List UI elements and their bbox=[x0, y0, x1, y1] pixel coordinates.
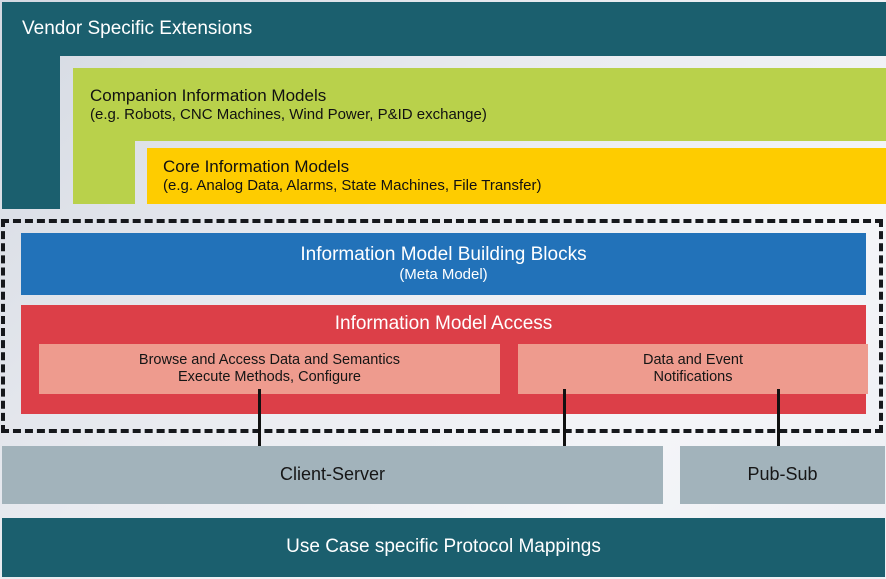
connector-notifications-to-client-server bbox=[563, 389, 566, 447]
core-information-models-title: Core Information Models bbox=[163, 157, 350, 177]
vendor-specific-extensions-label: Vendor Specific Extensions bbox=[22, 17, 253, 39]
data-event-notifications-box: Data and Event Notifications bbox=[518, 344, 868, 394]
companion-information-models-stem bbox=[73, 141, 135, 204]
browse-access-services-line1: Browse and Access Data and Semantics bbox=[138, 351, 401, 368]
pub-sub-block: Pub-Sub bbox=[680, 446, 885, 504]
information-model-access-title: Information Model Access bbox=[334, 313, 553, 334]
companion-information-models-title: Companion Information Models bbox=[90, 85, 327, 105]
connector-browse-to-client-server bbox=[258, 389, 261, 447]
client-server-block: Client-Server bbox=[2, 446, 663, 504]
opcua-boundary-dashed-border bbox=[1, 219, 883, 433]
browse-access-services-box: Browse and Access Data and Semantics Exe… bbox=[39, 344, 500, 394]
core-information-models-block: Core Information Models (e.g. Analog Dat… bbox=[147, 148, 886, 204]
protocol-mappings-label: Use Case specific Protocol Mappings bbox=[286, 536, 601, 558]
protocol-mappings-block: Use Case specific Protocol Mappings bbox=[2, 518, 885, 577]
pub-sub-label: Pub-Sub bbox=[747, 464, 818, 485]
client-server-label: Client-Server bbox=[279, 464, 386, 485]
vendor-specific-extensions-stem bbox=[2, 54, 60, 209]
browse-access-services-line2: Execute Methods, Configure bbox=[178, 369, 361, 385]
companion-information-models-block: Companion Information Models (e.g. Robot… bbox=[73, 68, 886, 141]
core-information-models-examples: (e.g. Analog Data, Alarms, State Machine… bbox=[163, 177, 542, 195]
information-model-building-blocks-subtitle: (Meta Model) bbox=[399, 266, 488, 284]
vendor-specific-extensions-block: Vendor Specific Extensions bbox=[2, 2, 886, 56]
data-event-notifications-line2: Notifications bbox=[653, 369, 733, 385]
information-model-building-blocks-title: Information Model Building Blocks bbox=[300, 243, 587, 265]
data-event-notifications-line1: Data and Event bbox=[643, 351, 743, 368]
connector-notifications-to-pub-sub bbox=[777, 389, 780, 447]
companion-information-models-examples: (e.g. Robots, CNC Machines, Wind Power, … bbox=[90, 105, 487, 123]
information-model-building-blocks-block: Information Model Building Blocks (Meta … bbox=[21, 233, 866, 295]
information-model-access-block: Information Model Access Browse and Acce… bbox=[21, 305, 868, 414]
